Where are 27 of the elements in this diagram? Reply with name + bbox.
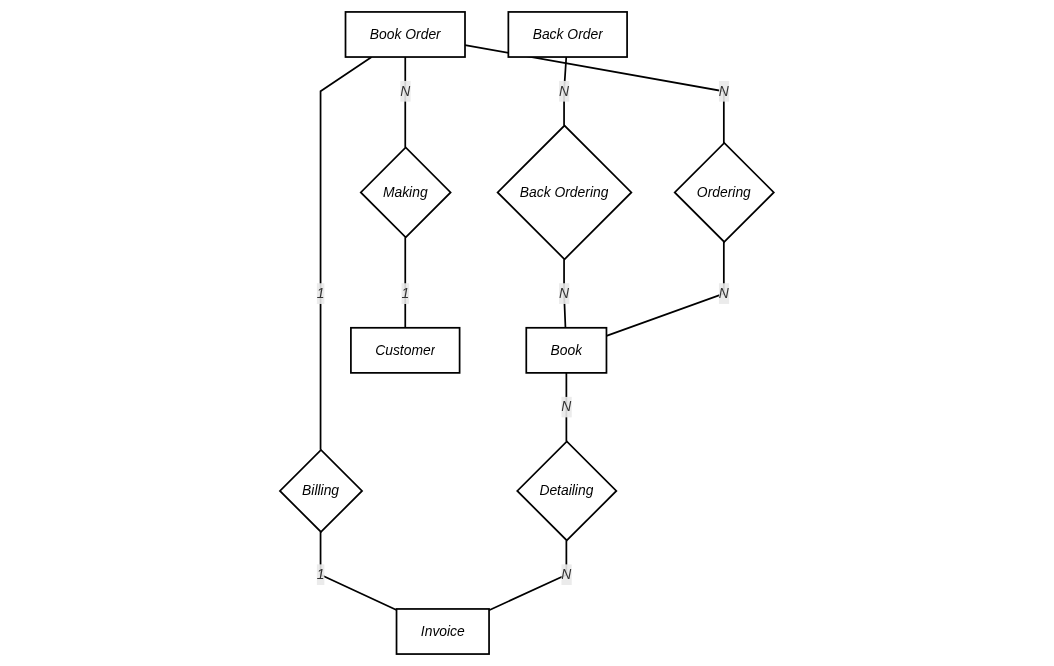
edge-label: N <box>559 83 570 99</box>
connector <box>565 372 568 443</box>
node-diamond: Billing <box>278 448 364 534</box>
edge-label: N <box>400 83 411 99</box>
edge-label: N <box>559 285 570 301</box>
node-diamond: Ordering <box>673 141 776 244</box>
connector <box>319 56 373 451</box>
connector <box>404 56 407 149</box>
connector <box>563 56 568 127</box>
edge-label: N <box>718 285 729 301</box>
edge-label: 1 <box>401 285 410 301</box>
node-box: Back Order <box>507 11 629 58</box>
connector <box>404 236 407 329</box>
connector <box>563 258 567 329</box>
node-box: Customer <box>350 326 461 374</box>
edge-label: N <box>718 83 729 99</box>
node-diamond: Detailing <box>516 440 618 542</box>
node-diamond: Making <box>359 146 452 239</box>
node-box: Book Order <box>344 11 466 58</box>
connector <box>488 539 568 612</box>
node-box: Invoice <box>395 608 491 655</box>
node-box: Book <box>525 326 608 374</box>
edge-label: N <box>561 566 572 582</box>
edge-label: N <box>561 399 572 415</box>
edge-label: 1 <box>316 566 325 582</box>
edge-label: 1 <box>316 285 325 301</box>
node-diamond: Back Ordering <box>496 124 633 261</box>
